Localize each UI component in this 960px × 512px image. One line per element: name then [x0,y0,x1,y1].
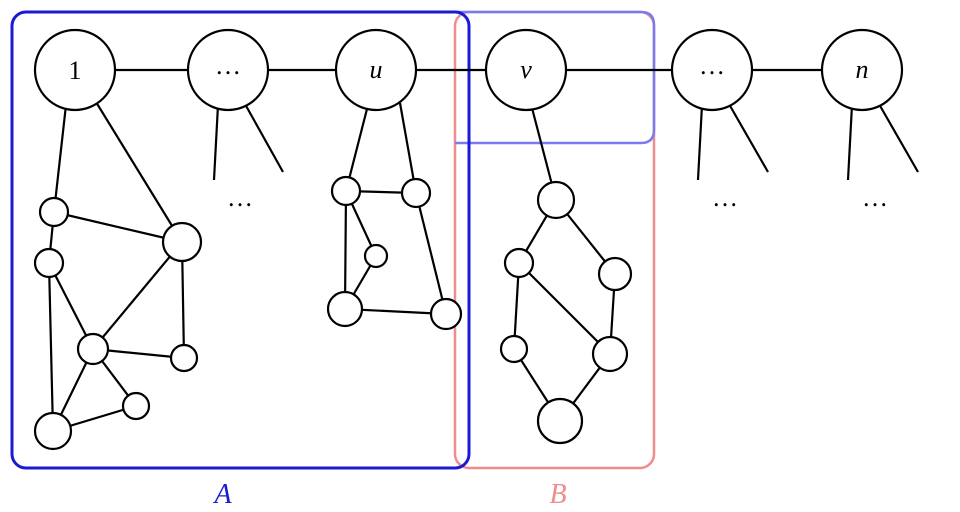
node-1 [33,28,117,112]
sub1-node [169,343,199,373]
subv-node [591,335,629,373]
subgraph-1-edges [47,101,186,433]
sub1-node [76,332,110,366]
sub1-node [161,221,203,263]
subv-node [597,256,633,292]
node-u [334,28,418,112]
stub-edges [212,103,919,181]
ellipsis-2: … [712,183,738,212]
node-n-label: n [856,55,869,84]
subgraph-u-nodes [326,175,463,331]
main-path-nodes [33,28,904,112]
node-2-label: … [215,51,241,80]
subv-node [536,180,576,220]
subgraph-v-nodes [499,180,633,445]
node-5-label: … [699,51,725,80]
sub1-node [121,391,151,421]
node-v-label: v [520,55,532,84]
node-1-label: 1 [69,56,82,85]
sub1-node [33,411,73,451]
sub1-node [38,196,70,228]
subv-node [499,334,529,364]
subu-node [429,297,463,331]
set-b-top-box [455,10,656,145]
node-2 [186,28,270,112]
node-n [820,28,904,112]
subv-node [536,397,584,445]
node-v [484,28,568,112]
subgraph-1-nodes [33,196,203,451]
subgraph-u-edges [343,102,448,316]
ellipsis-3: … [862,183,888,212]
subu-node [326,290,364,328]
subu-node [400,177,432,209]
set-a-box [10,10,471,470]
set-b-label: B [549,479,566,510]
subv-node [503,247,535,279]
ellipsis-1: … [227,183,253,212]
sub1-node [33,247,65,279]
node-u-label: u [370,55,383,84]
subu-node [363,243,389,269]
subu-node [330,175,362,207]
node-5 [670,28,754,112]
set-a-label: A [212,479,232,510]
